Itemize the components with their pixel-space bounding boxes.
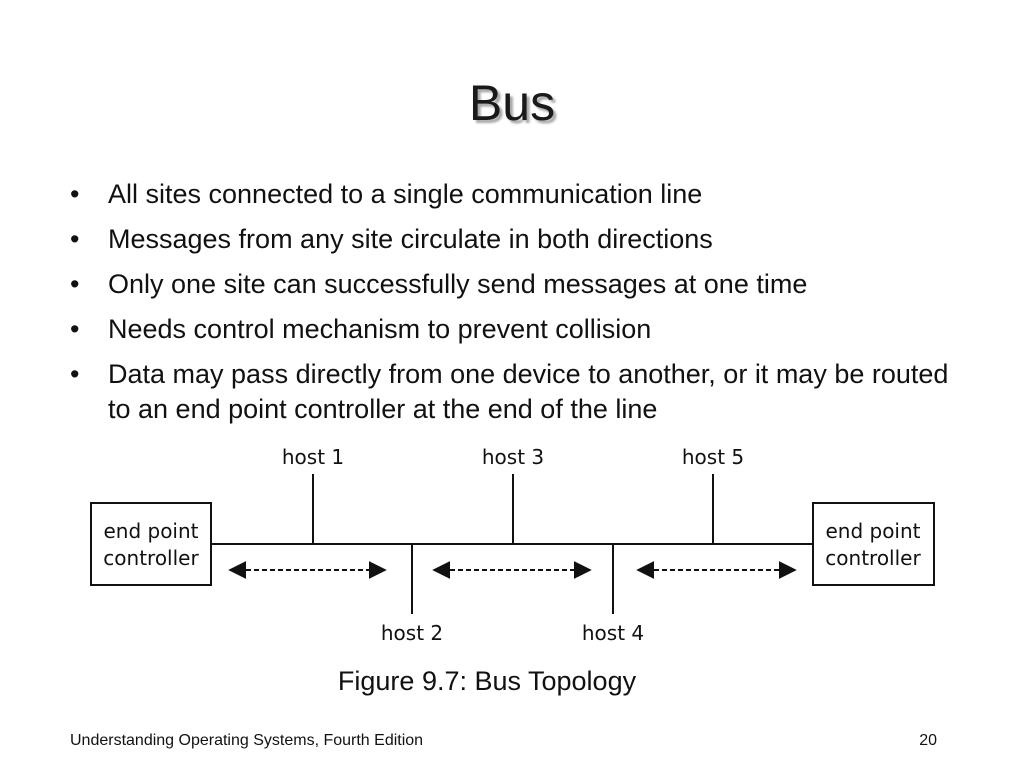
footer-page-number: 20 bbox=[919, 732, 937, 749]
bullet-text: Only one site can successfully send mess… bbox=[108, 269, 808, 299]
bullet-dot: • bbox=[70, 359, 80, 389]
bullet-dot: • bbox=[70, 314, 80, 344]
bullet-list: • All sites connected to a single communi… bbox=[70, 177, 970, 437]
bullet-dot: • bbox=[70, 224, 80, 254]
right-controller-label: end point bbox=[825, 519, 920, 543]
host-label: host 3 bbox=[482, 445, 544, 469]
right-controller-label: controller bbox=[825, 546, 921, 570]
footer-book-title: Understanding Operating Systems, Fourth … bbox=[70, 732, 424, 749]
host-label: host 4 bbox=[582, 621, 644, 645]
bullet-text: Needs control mechanism to prevent colli… bbox=[108, 314, 652, 344]
bullet-text: Messages from any site circulate in both… bbox=[108, 224, 713, 254]
bullet-text: All sites connected to a single communic… bbox=[108, 179, 703, 209]
bullet-item: • Messages from any site circulate in bot… bbox=[70, 222, 970, 257]
bullet-text: Data may pass directly from one device t… bbox=[108, 359, 949, 424]
bullet-item: • Needs control mechanism to prevent coll… bbox=[70, 312, 970, 347]
left-controller-box bbox=[90, 502, 212, 586]
host-label: host 5 bbox=[682, 445, 744, 469]
bullet-item: • Only one site can successfully send mes… bbox=[70, 267, 970, 302]
figure-caption: Figure 9.7: Bus Topology bbox=[337, 666, 637, 696]
bullet-dot: • bbox=[70, 179, 80, 209]
left-controller-label: controller bbox=[103, 546, 199, 570]
left-controller-label: end point bbox=[103, 519, 198, 543]
bullet-item: • Data may pass directly from one device … bbox=[70, 357, 958, 427]
right-controller-box bbox=[812, 502, 935, 586]
bullet-dot: • bbox=[70, 269, 80, 299]
slide-title: Bus bbox=[468, 75, 556, 131]
host-label: host 1 bbox=[282, 445, 344, 469]
bullet-item: • All sites connected to a single communi… bbox=[70, 177, 970, 212]
host-label: host 2 bbox=[381, 621, 443, 645]
